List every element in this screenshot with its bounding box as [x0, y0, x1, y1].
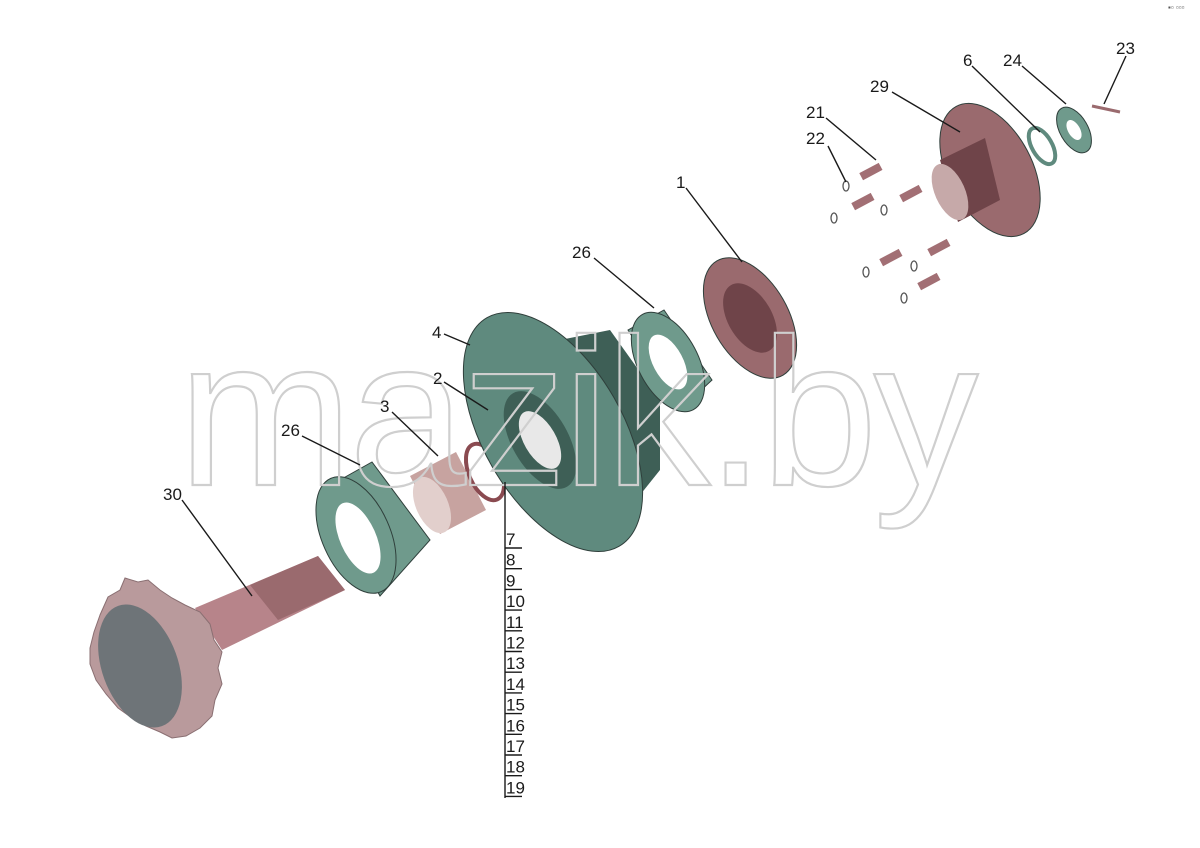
callouts: 1 26 4 2 3 26 30 29 6 24 23 21 22	[163, 39, 1135, 504]
washer-2	[830, 212, 838, 224]
part-26-bearing-left	[315, 461, 431, 597]
stack-callout-18: 18	[506, 758, 525, 777]
washer-5	[910, 260, 918, 272]
part-6-washer	[1026, 125, 1058, 167]
pinion-shaft-splines	[250, 556, 345, 620]
stack-callout-16: 16	[506, 716, 525, 735]
leader-3	[391, 411, 439, 457]
bearing-right-bore	[648, 334, 688, 390]
stack-callout-10: 10	[506, 592, 525, 611]
part-29-flange	[931, 102, 1041, 238]
stack-callout-17: 17	[506, 737, 525, 756]
callout-23: 23	[1116, 39, 1135, 58]
part-26-bearing-right	[627, 309, 713, 413]
callout-3: 3	[380, 397, 389, 416]
washer-4	[862, 266, 870, 278]
stack-callout-11: 11	[506, 613, 524, 632]
bolt-4	[879, 248, 903, 267]
part-3-sleeve	[410, 452, 486, 534]
part-1-cover	[702, 257, 798, 379]
sleeve-end	[412, 476, 452, 534]
leader-26a	[301, 435, 361, 466]
corner-note: ▪▫ ▫▫▫	[1168, 3, 1185, 12]
cover-center	[723, 283, 777, 353]
callout-30: 30	[163, 485, 182, 504]
bearing-left-bore	[335, 502, 381, 574]
leader-6	[971, 65, 1041, 133]
nut-hole	[1066, 120, 1082, 140]
bolt-5	[927, 238, 951, 257]
part-24-nut	[1056, 106, 1092, 154]
leader-29	[891, 91, 961, 133]
stack-callout-7: 7	[506, 530, 515, 549]
stack-callout-12: 12	[506, 634, 525, 653]
stack-callout-15: 15	[506, 696, 525, 715]
leader-30	[181, 499, 253, 597]
pinion-gear-face	[98, 604, 182, 728]
callout-2: 2	[433, 369, 442, 388]
leader-2	[443, 381, 489, 411]
callout-1: 1	[676, 173, 685, 192]
stack-callout-9: 9	[506, 571, 515, 590]
sleeve-body	[410, 452, 486, 534]
leader-lines	[181, 55, 1127, 798]
callout-26-right: 26	[572, 243, 591, 262]
callout-6: 6	[963, 51, 972, 70]
leader-22	[827, 145, 847, 183]
leader-24	[1021, 65, 1067, 105]
callout-26-left: 26	[281, 421, 300, 440]
leader-23	[1103, 55, 1127, 105]
callout-4: 4	[432, 323, 441, 342]
leader-1	[685, 187, 743, 263]
stack-callout-13: 13	[506, 654, 525, 673]
leader-21	[825, 117, 877, 161]
part-23-cotter-pin	[1091, 104, 1121, 114]
bolts-and-washers	[830, 162, 951, 304]
stack-callout-19: 19	[506, 778, 525, 797]
watermark: mazik.by	[178, 295, 979, 530]
stack-callout-14: 14	[506, 675, 525, 694]
callout-22: 22	[806, 129, 825, 148]
bolt-1	[859, 162, 883, 181]
callout-21: 21	[806, 103, 825, 122]
bolt-3	[899, 184, 923, 203]
washer-6	[900, 292, 908, 304]
housing-bore-hole	[518, 411, 562, 469]
callout-29: 29	[870, 77, 889, 96]
leader-4	[443, 333, 471, 346]
bolt-6	[917, 272, 941, 291]
washer-1	[842, 180, 850, 192]
stack-callout-8: 8	[506, 551, 515, 570]
washer-3	[880, 204, 888, 216]
callout-24: 24	[1003, 51, 1022, 70]
part-30-bevel-pinion-shaft	[89, 556, 345, 739]
leader-26b	[593, 257, 655, 309]
bolt-2	[851, 192, 875, 211]
part-4-housing	[462, 311, 660, 553]
flange-hub-end	[931, 163, 969, 221]
